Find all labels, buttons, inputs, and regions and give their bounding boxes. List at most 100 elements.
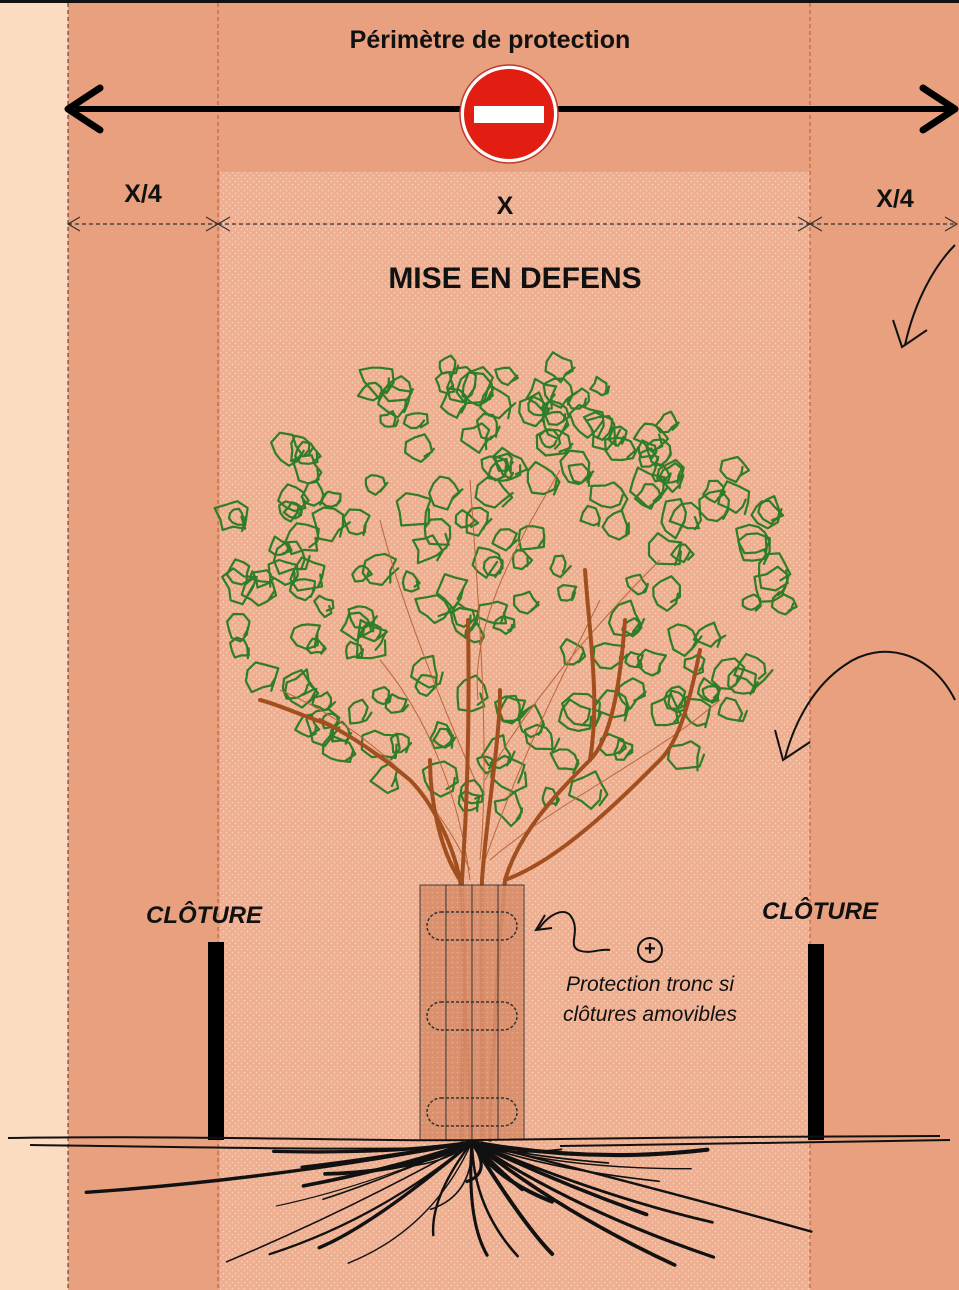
foliage-stroke <box>268 535 293 556</box>
roots-icon <box>84 1139 813 1267</box>
foliage-stroke <box>311 691 337 712</box>
foliage-stroke <box>683 653 706 676</box>
foliage-stroke <box>358 621 388 643</box>
plus-circle-icon <box>637 937 663 963</box>
fence-label-right: CLÔTURE <box>762 898 878 925</box>
foliage-stroke <box>459 779 485 805</box>
foliage-stroke <box>278 500 300 523</box>
foliage-stroke <box>228 507 247 528</box>
diagram-title: Périmètre de protection <box>349 26 631 54</box>
foliage-stroke <box>757 495 783 525</box>
foliage-stroke <box>294 713 321 738</box>
foliage-stroke <box>598 733 627 757</box>
foliage-stroke <box>557 584 578 602</box>
root-stroke <box>470 1140 714 1224</box>
foliage-stroke <box>658 462 684 485</box>
trunk-protection <box>419 884 525 1141</box>
foliage-stroke <box>692 621 727 648</box>
foliage-stroke <box>364 474 389 496</box>
foliage-stroke <box>492 615 516 635</box>
foliage-stroke <box>414 594 452 625</box>
foliage-stroke <box>414 674 438 697</box>
foliage-stroke <box>389 732 413 754</box>
root-stroke <box>469 1140 489 1257</box>
foliage-stroke <box>305 637 327 655</box>
foliage-stroke <box>428 475 464 511</box>
foliage-stroke <box>549 554 572 579</box>
root-stroke <box>470 1140 716 1259</box>
foliage-stroke <box>717 480 751 516</box>
foliage-stroke <box>476 755 495 775</box>
foliage-stroke <box>660 498 687 540</box>
foliage-stroke <box>696 677 721 703</box>
foliage-stroke <box>494 694 523 725</box>
foliage-stroke <box>604 436 640 462</box>
foliage-stroke <box>733 652 774 689</box>
foliage-stroke <box>423 518 452 549</box>
foliage-stroke <box>557 698 593 732</box>
foliage-stroke <box>434 371 456 395</box>
foliage-stroke <box>244 661 280 694</box>
foliage-stroke <box>494 452 514 472</box>
trunk-protection-note: Protection tronc si clôtures amovibles <box>563 973 737 1026</box>
foliage-stroke <box>240 577 278 607</box>
foliage-stroke <box>371 686 393 706</box>
root-stroke <box>301 1140 474 1188</box>
foliage-stroke <box>517 525 546 551</box>
foliage-stroke <box>656 458 685 494</box>
foliage-stroke <box>633 483 663 510</box>
foliage-stroke <box>559 638 587 666</box>
root-stroke <box>322 1141 473 1201</box>
foliage-stroke <box>717 696 748 723</box>
foliage-stroke <box>670 543 695 564</box>
foliage-stroke <box>750 499 785 530</box>
foliage-stroke <box>523 723 561 754</box>
foliage-stroke <box>698 489 730 523</box>
dimension-arrowheads <box>66 216 959 232</box>
foliage-stroke <box>493 790 524 828</box>
foliage-stroke <box>667 689 688 714</box>
foliage-stroke <box>272 540 311 575</box>
foliage-stroke <box>585 415 622 451</box>
foliage-stroke <box>727 666 759 696</box>
root-stroke <box>471 1141 660 1183</box>
dimension-left-label: X/4 <box>124 180 162 208</box>
foliage-stroke <box>647 532 683 566</box>
root-stroke <box>225 1141 473 1263</box>
foliage-stroke <box>663 685 688 710</box>
foliage-stroke <box>637 439 658 460</box>
foliage-stroke <box>289 623 321 651</box>
foliage-stroke <box>541 399 570 426</box>
fence-post-left <box>208 942 224 1140</box>
foliage-stroke <box>464 622 485 645</box>
foliage-stroke <box>568 770 609 810</box>
foliage-stroke <box>457 789 481 813</box>
foliage-stroke <box>429 721 454 750</box>
top-border <box>0 0 959 3</box>
foliage-stroke <box>313 594 335 619</box>
foliage-stroke <box>625 573 649 596</box>
foliage-stroke <box>589 375 611 397</box>
foliage-stroke <box>290 434 314 463</box>
foliage-stroke <box>288 578 316 602</box>
foliage-stroke <box>710 657 746 690</box>
foliage-stroke <box>460 422 493 454</box>
no-entry-sign-icon <box>459 64 559 164</box>
dimension-center-label: X <box>496 192 514 220</box>
fence-label-left: CLÔTURE <box>146 902 262 929</box>
foliage-stroke <box>518 391 547 428</box>
foliage-stroke <box>277 483 310 513</box>
foliage-stroke <box>741 593 762 612</box>
root-stroke <box>470 1140 554 1204</box>
root-stroke <box>470 1140 519 1258</box>
foliage-stroke <box>361 552 400 586</box>
foliage-stroke <box>294 440 322 465</box>
foliage-stroke <box>589 481 629 513</box>
foliage-stroke <box>351 564 373 583</box>
foliage-stroke <box>613 738 634 761</box>
root-stroke <box>431 1140 474 1237</box>
foliage-stroke <box>559 449 591 488</box>
foliage-stroke <box>758 552 792 592</box>
